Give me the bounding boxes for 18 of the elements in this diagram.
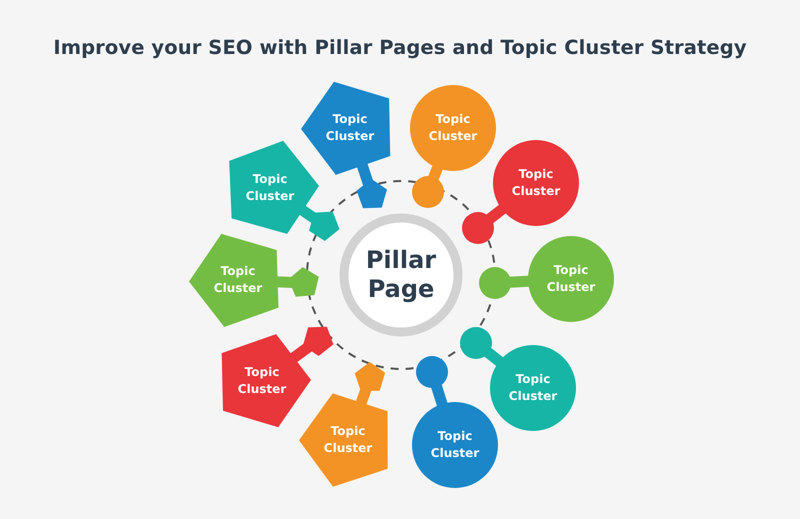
node-label: Topic Cluster	[236, 364, 288, 398]
title: Improve your SEO with Pillar Pages and Topic Cluster Strategy	[52, 36, 748, 59]
node-label: Topic Cluster	[546, 262, 596, 296]
circle-node	[410, 85, 496, 171]
node-label: Topic Cluster	[324, 111, 376, 145]
circle-node	[528, 236, 614, 322]
circle-node	[490, 345, 576, 431]
node-label: Topic Cluster	[510, 166, 562, 200]
circle-node	[493, 140, 579, 226]
node-label: Topic Cluster	[428, 111, 478, 145]
node-label: Topic Cluster	[508, 371, 558, 405]
pillar-circle	[339, 213, 463, 337]
node-label: Topic Cluster	[430, 428, 480, 462]
node-label: Topic Cluster	[212, 263, 264, 297]
node-label: Topic Cluster	[322, 423, 374, 457]
node-label: Topic Cluster	[244, 171, 296, 205]
node-label: Pillar Page	[364, 246, 438, 304]
circle-node	[412, 402, 498, 488]
